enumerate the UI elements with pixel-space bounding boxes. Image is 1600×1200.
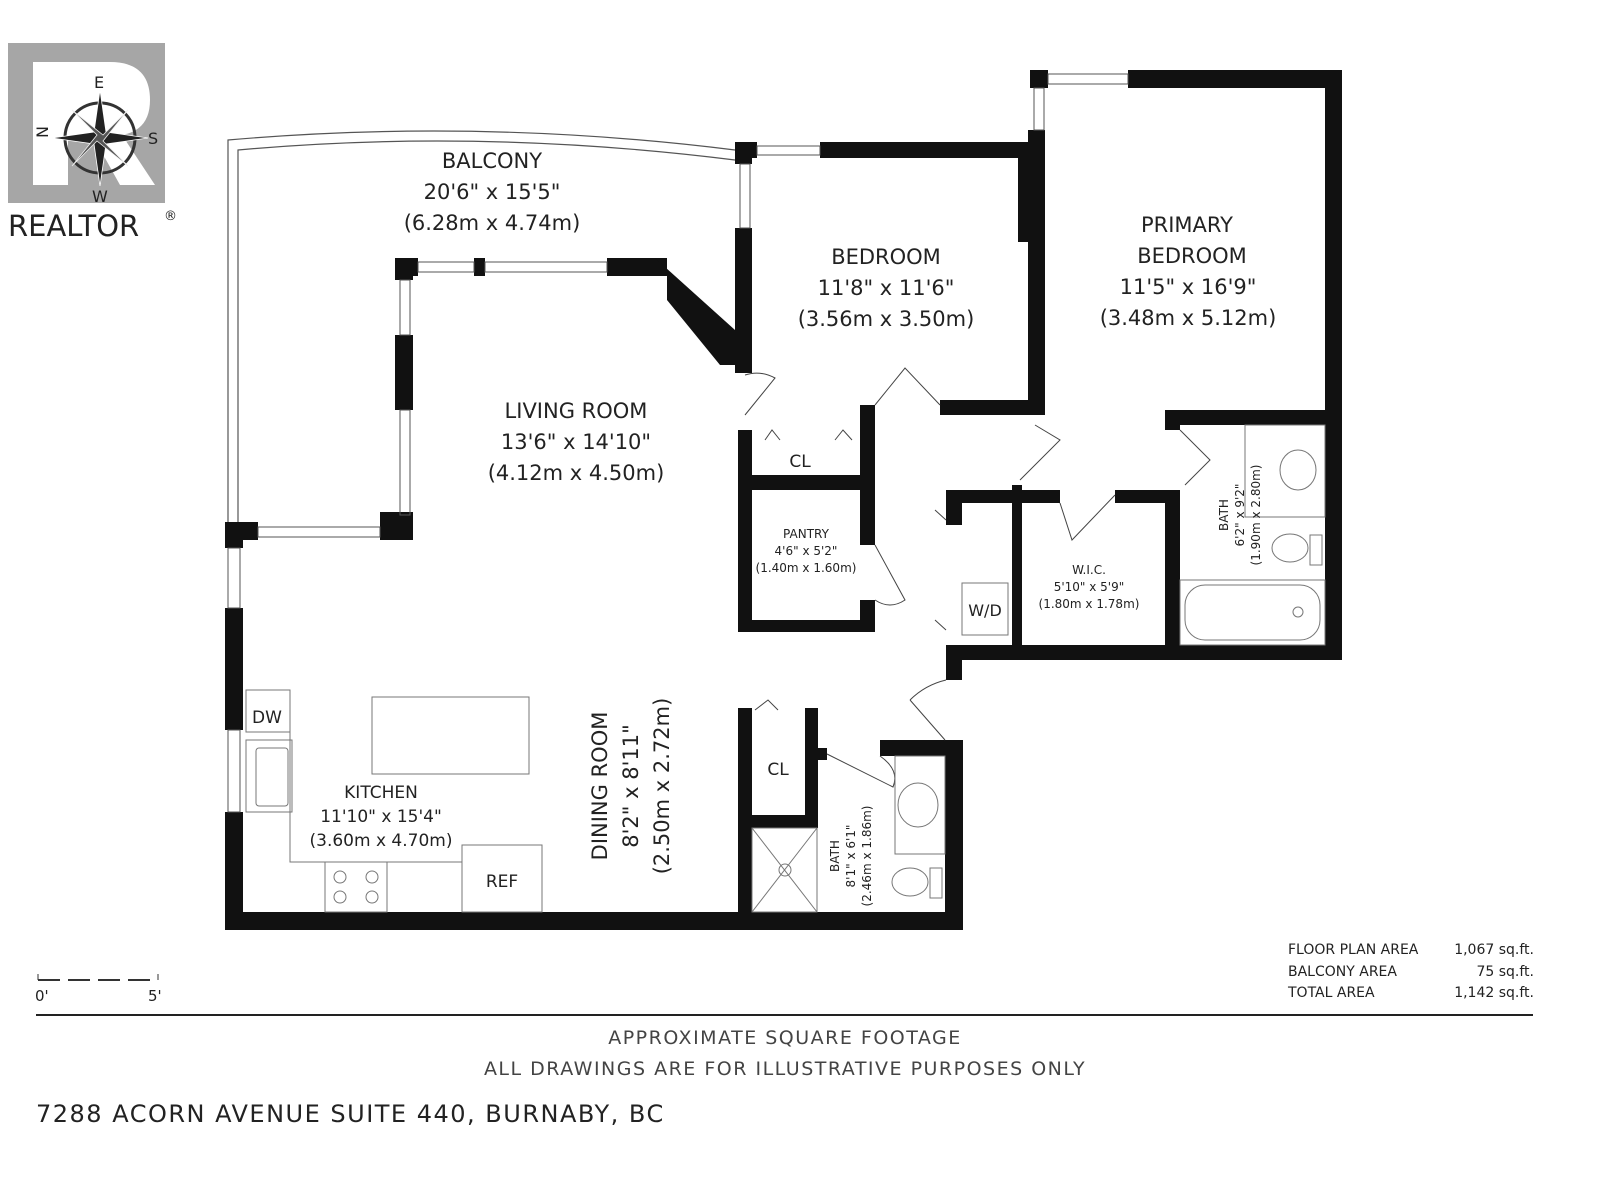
living-metric: (4.12m x 4.50m) — [488, 461, 665, 485]
footer-line-1: APPROXIMATE SQUARE FOOTAGE — [608, 1027, 962, 1049]
balcony-imperial: 20'6" x 15'5" — [424, 180, 561, 204]
walls — [225, 70, 1342, 930]
primary-name-1: PRIMARY — [1141, 213, 1233, 237]
refrigerator — [461, 844, 543, 913]
washer-dryer — [961, 582, 1009, 636]
compass-n: N — [33, 126, 52, 138]
balcony-outline — [227, 130, 736, 522]
bath2-metric: (2.46m x 1.86m) — [860, 806, 874, 907]
vanity — [1244, 424, 1326, 518]
logo-mark: ® — [164, 209, 177, 224]
scale-end: 5' — [148, 987, 162, 1005]
dw-name: DW — [252, 708, 282, 728]
balcony-metric: (6.28m x 4.74m) — [404, 211, 581, 235]
scale-bar: 0' 5' — [35, 974, 162, 1005]
floor-plan-area-label: FLOOR PLAN AREA — [1288, 942, 1419, 958]
vanity-2 — [894, 755, 946, 855]
bath1-metric: (1.90m x 2.80m) — [1249, 465, 1263, 566]
toilet-2 — [891, 867, 929, 897]
living-name: LIVING ROOM — [505, 399, 648, 423]
pantry-metric: (1.40m x 1.60m) — [756, 561, 857, 575]
scale-start: 0' — [35, 987, 49, 1005]
bedroom-imperial: 11'8" x 11'6" — [818, 276, 955, 300]
address: 7288 ACORN AVENUE SUITE 440, BURNABY, BC — [36, 1100, 665, 1128]
shower — [751, 827, 818, 913]
primary-imperial: 11'5" x 16'9" — [1120, 275, 1257, 299]
bath1-name: BATH — [1217, 499, 1231, 531]
wic-metric: (1.80m x 1.78m) — [1039, 597, 1140, 611]
bath2-imperial: 8'1" x 6'1" — [844, 825, 858, 888]
total-area-value: 1,142 sq.ft. — [1454, 985, 1534, 1001]
cl2-name: CL — [767, 760, 789, 780]
doors — [744, 367, 1211, 788]
realtor-logo: N E S W REALTOR ® — [8, 43, 177, 243]
dining-name: DINING ROOM — [588, 712, 612, 861]
kitchen-sink — [245, 739, 293, 813]
bath2-name: BATH — [828, 840, 842, 872]
bedroom-name: BEDROOM — [831, 245, 941, 269]
footer-line-2: ALL DRAWINGS ARE FOR ILLUSTRATIVE PURPOS… — [483, 1058, 1087, 1080]
ref-name: REF — [486, 872, 518, 892]
balcony-area-label: BALCONY AREA — [1288, 964, 1397, 980]
bathtub — [1179, 579, 1326, 646]
toilet — [1271, 533, 1309, 563]
compass-e: E — [94, 73, 104, 92]
logo-text: REALTOR — [8, 209, 139, 243]
pantry-name: PANTRY — [783, 527, 830, 541]
compass-s: S — [148, 129, 158, 148]
total-area-label: TOTAL AREA — [1288, 985, 1375, 1001]
fixtures — [245, 424, 1326, 913]
kitchen-imperial: 11'10" x 15'4" — [320, 807, 442, 827]
kitchen-name: KITCHEN — [344, 783, 418, 803]
bedroom-metric: (3.56m x 3.50m) — [798, 307, 975, 331]
compass-rose-icon: N E S W — [33, 73, 158, 206]
wic-name: W.I.C. — [1072, 563, 1106, 577]
primary-name-2: BEDROOM — [1137, 244, 1247, 268]
kitchen-metric: (3.60m x 4.70m) — [310, 831, 453, 851]
bath1-imperial: 6'2" x 9'2" — [1233, 484, 1247, 547]
floor-plan-area-value: 1,067 sq.ft. — [1454, 942, 1534, 958]
dining-metric: (2.50m x 2.72m) — [650, 698, 674, 875]
primary-metric: (3.48m x 5.12m) — [1100, 306, 1277, 330]
balcony-area-value: 75 sq.ft. — [1476, 964, 1534, 980]
cl1-name: CL — [789, 452, 811, 472]
living-imperial: 13'6" x 14'10" — [501, 430, 651, 454]
dining-imperial: 8'2" x 8'11" — [619, 724, 643, 847]
stove — [324, 861, 388, 913]
pantry-imperial: 4'6" x 5'2" — [775, 544, 838, 558]
windows — [227, 73, 1129, 813]
wic-imperial: 5'10" x 5'9" — [1054, 580, 1125, 594]
balcony-name: BALCONY — [442, 149, 542, 173]
compass-w: W — [92, 187, 108, 206]
kitchen-island — [371, 696, 530, 775]
wd-name: W/D — [968, 601, 1002, 620]
